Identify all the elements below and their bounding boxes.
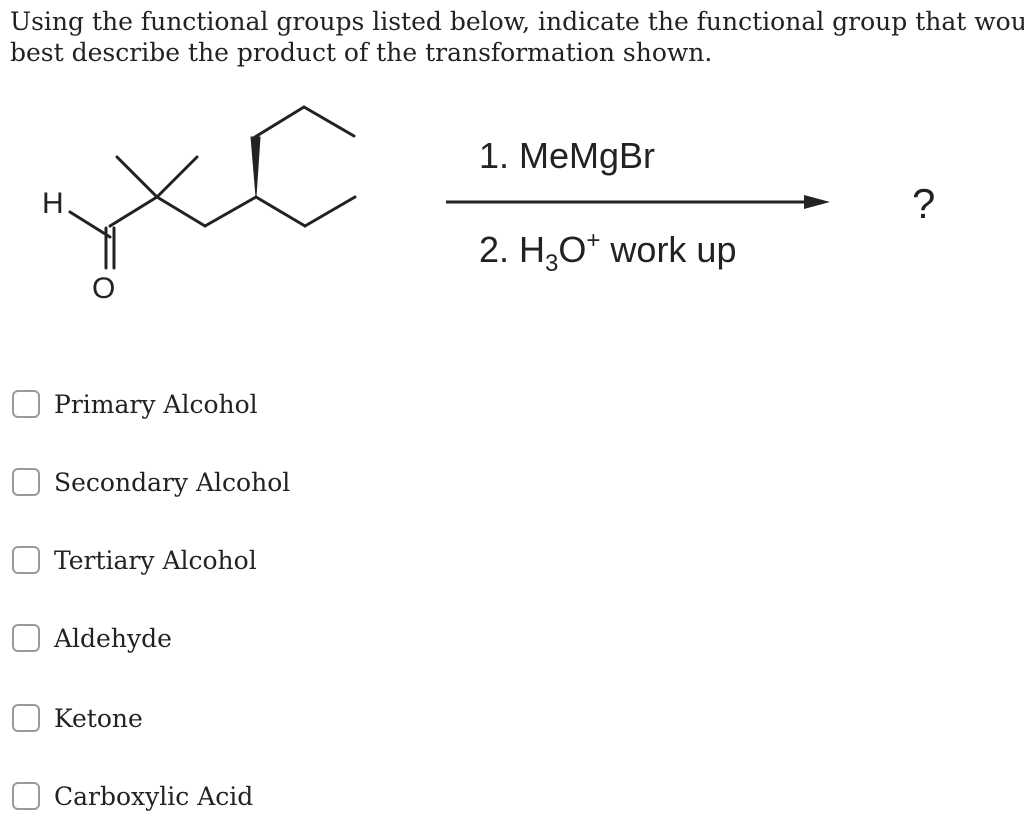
reagent-2-prefix: 2. H [479,229,545,270]
bond-c5-c6 [303,195,357,228]
option-secondary-alcohol[interactable]: Secondary Alcohol [12,464,290,500]
option-label[interactable]: Aldehyde [54,623,172,653]
reagent-2-superscript: + [586,227,600,254]
bond-c4-c5 [254,195,307,228]
option-label[interactable]: Primary Alcohol [54,389,258,419]
arrow-head [804,195,830,209]
bond-methyl-2 [155,155,199,199]
option-label[interactable]: Tertiary Alcohol [54,545,257,575]
wedge-bond [250,136,261,198]
reagent-2-subscript: 3 [545,250,558,277]
option-primary-alcohol[interactable]: Primary Alcohol [12,386,258,422]
option-tertiary-alcohol[interactable]: Tertiary Alcohol [12,542,257,578]
atom-o-label: O [92,272,115,305]
option-label[interactable]: Ketone [54,703,143,733]
option-aldehyde[interactable]: Aldehyde [12,620,172,656]
reagent-1: 1. MeMgBr [479,135,655,176]
reagent-2-oxygen: O [558,229,586,270]
question-text: Using the functional groups listed below… [10,6,1024,68]
checkbox[interactable] [12,390,40,418]
question-line-1: Using the functional groups listed below… [10,7,1024,36]
reagent-2: 2. H3O+ work up [479,227,736,277]
bond-c3-c4 [203,195,258,228]
option-carboxylic-acid[interactable]: Carboxylic Acid [12,778,253,814]
checkbox[interactable] [12,546,40,574]
atom-h-label: H [42,187,64,220]
checkbox[interactable] [12,782,40,810]
bond-wedge-top [253,105,306,139]
reactant-structure [68,105,357,270]
checkbox[interactable] [12,468,40,496]
reaction-scheme: H O 1. MeMgBr 2. H3O+ work up ? [42,105,935,305]
bond-c7-c8 [302,105,356,138]
bond-c1-c2 [108,195,159,228]
option-label[interactable]: Secondary Alcohol [54,467,291,497]
reagent-2-suffix: work up [600,229,736,270]
bond-methyl-1 [115,155,159,199]
product-unknown: ? [912,180,935,227]
question-line-2: best describe the product of the transfo… [10,38,713,67]
option-label[interactable]: Carboxylic Acid [54,781,254,811]
bond-h-c [68,210,112,239]
option-ketone[interactable]: Ketone [12,700,143,736]
bond-c2-c3 [155,195,207,228]
checkbox[interactable] [12,624,40,652]
checkbox[interactable] [12,704,40,732]
